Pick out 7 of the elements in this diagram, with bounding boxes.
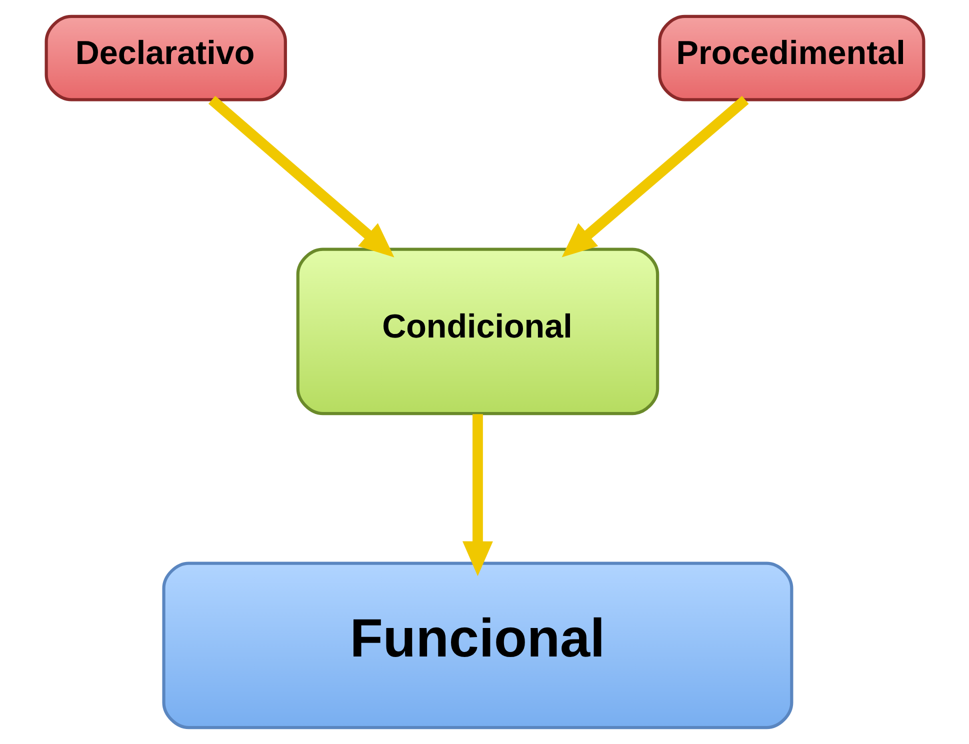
arrow xyxy=(561,96,748,258)
node-box: Declarativo xyxy=(44,14,286,102)
arrow xyxy=(462,414,492,576)
node-box: Condicional xyxy=(296,248,659,416)
arrow xyxy=(208,96,394,258)
node-box: Funcional xyxy=(162,562,793,730)
node-box: Procedimental xyxy=(658,14,925,102)
